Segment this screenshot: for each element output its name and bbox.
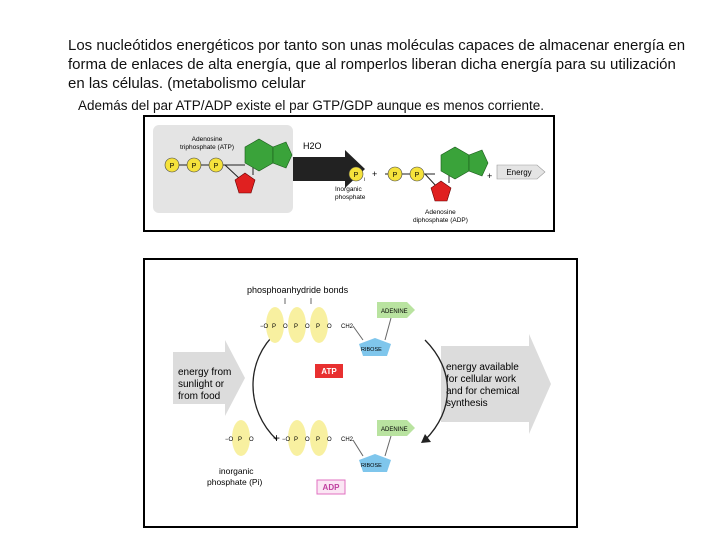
atp-p-label-1: P	[170, 163, 175, 170]
atp-ribose	[359, 338, 391, 356]
atp-ch2: CH2	[341, 324, 354, 330]
adp-phosphate-1	[387, 166, 403, 182]
energy-in-2: sunlight or	[178, 379, 225, 390]
atp-adenine-label: ADENINE	[381, 309, 408, 315]
atp-hydrolysis-diagram: Adenosine triphosphate (ATP) P P P H2O P…	[153, 125, 546, 224]
pi-p: P	[238, 437, 242, 443]
adp-ribose-label: RIBOSE	[361, 463, 382, 469]
gtp-note: Además del par ATP/ADP existe el par GTP…	[78, 98, 544, 113]
energy-in-3: from food	[178, 391, 220, 402]
adp-adenine-ring-2	[468, 149, 489, 177]
adp-tag	[316, 479, 346, 495]
atp-o-bridge-3: O	[327, 324, 332, 330]
atp-o-bridge-1: O	[283, 324, 288, 330]
adp-phosphate-2	[409, 166, 425, 182]
adp-minus-o: −O	[282, 437, 291, 443]
inorganic-1: inorganic	[219, 466, 254, 476]
atp-o-bridge-2: O	[305, 324, 310, 330]
adp-p-label-1: P	[393, 172, 398, 179]
adp-name-1: Adenosine	[425, 209, 456, 216]
energy-out-1: energy available	[446, 362, 519, 373]
atp-ribose-label: RIBOSE	[361, 347, 382, 353]
atp-tag-label: ATP	[321, 367, 337, 376]
intro-paragraph: Los nucleótidos energéticos por tanto so…	[68, 37, 686, 92]
inorganic-2: phosphate (Pi)	[207, 477, 262, 487]
adp-ch2: CH2	[341, 437, 354, 443]
plus-2: +	[487, 171, 492, 181]
energy-tag	[496, 164, 546, 180]
inorganic-label-2: phosphate	[335, 194, 366, 201]
adp-name-2: diphosphate (ADP)	[413, 217, 468, 224]
adp-o-bridge-2: O	[327, 437, 332, 443]
pi-o: O	[249, 437, 254, 443]
adp-p-1: P	[294, 437, 298, 443]
energy-out-2: for cellular work	[446, 374, 517, 385]
adp-ribose	[430, 180, 452, 202]
atp-tag	[315, 364, 343, 378]
atp-name-2: triphosphate (ATP)	[180, 144, 234, 151]
water-label: H2O	[303, 141, 322, 151]
adp-adenine-ring-1	[440, 146, 470, 180]
adp-phosphate-chain: −O P P O O CH2	[282, 420, 354, 456]
inorganic-label-1: Inorganic	[335, 186, 362, 193]
inorganic-phosphate: −O P O	[225, 420, 254, 456]
energy-label: Energy	[506, 168, 531, 177]
adp-p-2: P	[316, 437, 320, 443]
atp-adp-cycle-figure: energy from sunlight or from food energy…	[143, 258, 578, 528]
adp-adenine	[377, 420, 415, 436]
plus-1: +	[372, 169, 377, 179]
pi-phosphate	[348, 166, 364, 182]
atp-p-1: P	[272, 324, 276, 330]
adp-adenine-label: ADENINE	[381, 427, 408, 433]
energy-out-arrow	[441, 334, 551, 434]
atp-phosphate-3	[208, 157, 224, 173]
atp-phosphate-2	[186, 157, 202, 173]
atp-hydrolysis-figure: Adenosine triphosphate (ATP) P P P H2O P…	[143, 115, 555, 232]
bonds-label: phosphoanhydride bonds	[247, 285, 349, 295]
cycle-arrow-right	[424, 339, 449, 441]
adp-o-bridge-1: O	[305, 437, 310, 443]
energy-out-3: and for chemical	[446, 386, 519, 397]
atp-name-1: Adenosine	[192, 136, 223, 143]
atp-phosphate-chain: −O P P P O O O CH2	[260, 307, 354, 343]
atp-adenine-ring-2	[272, 141, 293, 169]
energy-out-4: synthesis	[446, 398, 488, 409]
adp-tag-label: ADP	[323, 483, 341, 492]
atp-p-3: P	[316, 324, 320, 330]
atp-adp-cycle-diagram: energy from sunlight or from food energy…	[173, 285, 551, 495]
atp-adenine	[377, 302, 415, 318]
atp-p-label-3: P	[214, 163, 219, 170]
atp-p-2: P	[294, 324, 298, 330]
pi-subscript: i	[364, 177, 365, 183]
atp-phosphate-1	[164, 157, 180, 173]
pi-label: P	[354, 172, 359, 179]
pi-minus-o: −O	[225, 437, 234, 443]
atp-ribose	[234, 172, 256, 194]
adp-ribose	[359, 454, 391, 472]
atp-p-label-2: P	[192, 163, 197, 170]
cycle-arrow-left	[252, 331, 278, 441]
energy-in-1: energy from	[178, 367, 231, 378]
cycle-plus: +	[273, 431, 280, 445]
atp-minus-o: −O	[260, 324, 269, 330]
adp-p-label-2: P	[415, 172, 420, 179]
energy-in-arrow	[173, 340, 245, 416]
hydrolysis-arrow	[293, 150, 365, 188]
